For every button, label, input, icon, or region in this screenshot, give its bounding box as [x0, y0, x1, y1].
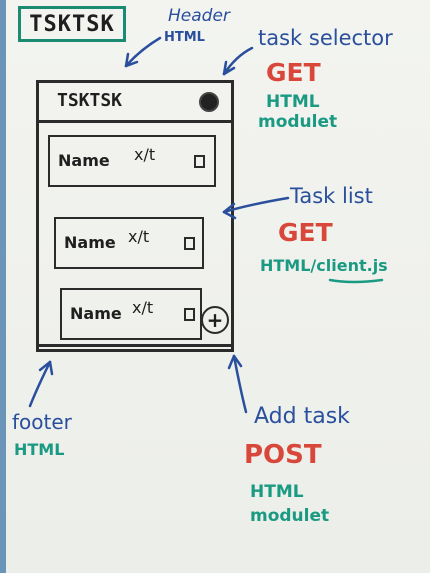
task-name: Name — [70, 304, 122, 323]
add-task-annotation-title: Add task — [254, 404, 350, 429]
logo-text: TSKTSK — [29, 11, 115, 37]
board-frame-edge — [0, 0, 6, 573]
task-checkbox-icon — [184, 237, 195, 250]
task-card: Name x/t — [54, 217, 204, 269]
task-marker: x/t — [132, 298, 154, 317]
task-selector-annotation-tech-1: HTML — [266, 92, 320, 112]
task-checkbox-icon — [194, 155, 205, 168]
task-selector-arrow — [222, 46, 254, 76]
mockup-footer — [39, 344, 231, 347]
task-selector-annotation-title: task selector — [258, 26, 393, 50]
add-task-annotation-tech-1: HTML — [250, 482, 304, 502]
task-card: Name x/t — [48, 135, 216, 187]
add-task-arrow — [227, 354, 248, 414]
app-mockup-frame: TSKTSK Name x/t Name x/t Name x/t + — [36, 80, 234, 352]
header-arrow — [124, 36, 162, 68]
task-name: Name — [64, 233, 116, 252]
plus-icon: + — [206, 308, 224, 332]
task-card: Name x/t — [60, 288, 202, 340]
mockup-header: TSKTSK — [39, 83, 231, 123]
task-list-annotation-method: GET — [278, 218, 333, 247]
header-annotation-tech: HTML — [164, 30, 205, 45]
logo: TSKTSK — [18, 6, 126, 42]
task-checkbox-icon — [184, 308, 195, 321]
task-marker: x/t — [134, 145, 156, 164]
task-selector-icon — [199, 92, 219, 112]
task-selector-annotation-tech-2: modulet — [258, 112, 338, 132]
footer-annotation-title: footer — [12, 410, 72, 434]
footer-annotation-tech: HTML — [14, 440, 65, 459]
add-task-annotation-method: POST — [244, 440, 322, 470]
task-name: Name — [58, 151, 110, 170]
task-list-arrow — [222, 196, 290, 220]
header-annotation-title: Header — [168, 6, 230, 26]
mockup-title: TSKTSK — [57, 90, 123, 111]
task-list-annotation-tech: HTML/client.js — [260, 256, 388, 275]
task-selector-annotation-method: GET — [266, 58, 321, 87]
client-js-underline — [328, 278, 384, 284]
add-task-annotation-tech-2: modulet — [250, 506, 330, 526]
task-list-annotation-title: Task list — [290, 184, 373, 208]
add-task-button: + — [201, 306, 229, 334]
task-marker: x/t — [128, 227, 150, 246]
footer-arrow — [28, 360, 54, 408]
